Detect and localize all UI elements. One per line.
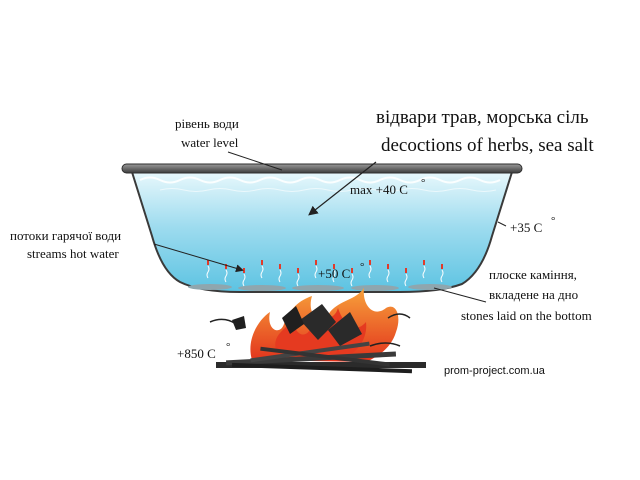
site-watermark: prom-project.com.ua [444,365,546,377]
side-temp-label: +35 C [510,220,542,235]
stones-label-ua-1: плоске каміння, [489,267,577,282]
hot-water-stream [440,264,444,283]
water-level-label-ua: рівень води [175,116,239,131]
hot-water-stream [404,268,408,287]
stream-tail [278,269,282,283]
fire-temp-label: +850 C [177,346,216,361]
fire-temp-degree: ° [226,341,230,353]
vat-rim [121,163,523,174]
streams-label-en: streams hot water [27,246,119,261]
stones-label-ua-2: вкладене на дно [489,287,578,302]
streams-label-ua: потоки гарячої води [10,228,121,243]
stream-tail [206,265,210,279]
hot-water-stream [278,264,282,283]
side-temp-leader [497,221,507,227]
hot-water-stream [368,260,372,279]
stream-tail [296,273,300,287]
bottom-temp-degree: ° [360,261,364,273]
hot-water-stream [386,264,390,283]
stream-tail [224,269,228,283]
bottom-temp-label: +50 C [318,266,350,281]
stream-tail [332,269,336,283]
herbs-label-en: decoctions of herbs, sea salt [381,135,594,156]
water-level-label-en: water level [181,135,239,150]
stream-tail [314,265,318,279]
hot-water-stream [296,268,300,287]
streams-leader [153,243,244,273]
stream-tail [440,269,444,283]
stream-tail [386,269,390,283]
stream-tail [242,273,246,287]
hot-water-stream [332,264,336,283]
hot-water-stream [422,260,426,279]
water-surface-sheen [159,188,497,192]
max-temp-degree: ° [421,177,425,189]
hot-water-stream [242,268,246,287]
water-level-leader [227,151,283,171]
stream-tail [422,265,426,279]
herbs-arrow [308,161,377,216]
stream-tail [404,273,408,287]
herbs-label-ua: відвари трав, морська сіль [376,107,589,128]
stream-tail [260,265,264,279]
stream-tail [368,265,372,279]
hot-water-stream [206,260,210,279]
vat-water [130,171,514,293]
wood-pile [216,341,426,374]
stones-label-en: stones laid on the bottom [461,308,592,323]
bottom-stones [188,284,452,291]
stones-leader [433,287,487,303]
stream-tail [350,273,354,287]
hot-water-streams [206,260,444,287]
hot-water-stream [260,260,264,279]
water-surface-line [139,176,501,184]
hot-water-stream [314,260,318,279]
hot-water-stream [350,268,354,287]
max-temp-label: max +40 C [350,182,408,197]
side-temp-degree: ° [551,215,555,227]
